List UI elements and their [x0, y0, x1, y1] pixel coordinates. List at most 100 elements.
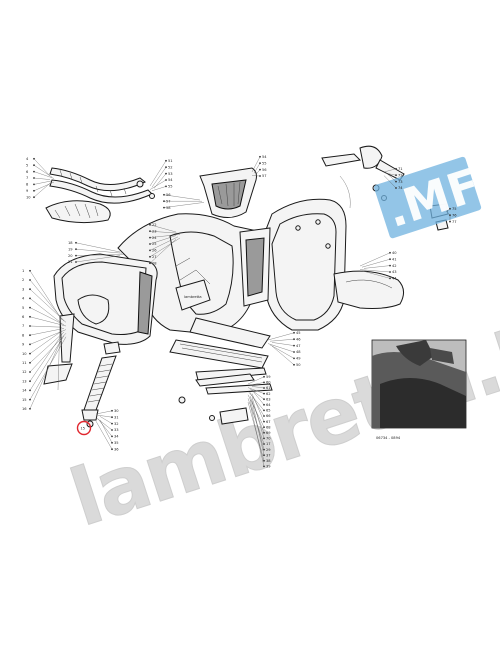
callout-leader [253, 163, 261, 174]
callout-leader [251, 393, 265, 422]
lower-brackets [178, 373, 273, 425]
callout-leader [29, 279, 65, 322]
callout-leader [33, 177, 51, 180]
callout-number: 17 [266, 442, 271, 446]
callout-leader [361, 259, 391, 268]
callout-number: 46 [296, 337, 301, 341]
callout-number: 65 [266, 409, 271, 413]
callout-leader [151, 167, 167, 188]
callout-leader [249, 403, 265, 467]
callout-number: 45 [296, 331, 301, 335]
callout-leader [29, 307, 65, 325]
callout-leader [75, 255, 121, 263]
callout-leader [149, 236, 179, 251]
callout-leader [363, 265, 391, 269]
callout-leader [151, 186, 167, 191]
callout-number: 60 [266, 381, 271, 385]
callout-leader [29, 333, 67, 373]
callout-number: 15 [22, 398, 27, 402]
moulding-strips [45, 167, 155, 224]
callout-number: 7 [26, 176, 28, 180]
callout-leader [387, 174, 397, 182]
highlighted-callout: 15 [81, 427, 86, 431]
callout-number: 43 [392, 270, 397, 274]
callout-number: 55 [262, 161, 267, 165]
callout-leader [267, 343, 295, 353]
callout-number: 7 [22, 324, 24, 328]
callout-number: 27 [152, 255, 157, 259]
callout-number: 2 [22, 278, 24, 282]
callout-leader [447, 213, 451, 216]
callout-number: 52 [168, 165, 173, 169]
callout-number: 42 [392, 264, 397, 268]
callout-leader [29, 334, 63, 382]
callout-number: 6 [26, 170, 29, 174]
callout-number: 53 [168, 172, 173, 176]
callout-leader [99, 416, 113, 424]
callout-leader [385, 173, 397, 176]
callout-number: 55 [168, 185, 173, 189]
callout-leader [33, 183, 51, 198]
callout-number: 48 [296, 350, 301, 354]
highlight-ring [76, 420, 92, 436]
callout-leader [33, 171, 55, 179]
callout-number: 16 [22, 407, 27, 411]
callout-leader [95, 410, 113, 415]
callout-leader [247, 401, 265, 461]
callout-number: 19 [68, 247, 73, 251]
callout-number: 77 [452, 220, 457, 224]
callout-leader [445, 208, 451, 213]
callout-number: 20 [68, 254, 73, 258]
callout-number: 4 [26, 157, 29, 161]
callout-dot [33, 189, 35, 192]
callout-number: 74 [398, 186, 403, 190]
callout-leader [249, 392, 265, 417]
callout-number: 41 [392, 257, 397, 261]
callout-leader [95, 421, 113, 450]
callout-leader [29, 337, 63, 409]
callout-leader [249, 382, 265, 386]
callout-number: 8 [26, 183, 29, 187]
headset-cover [199, 167, 257, 218]
callout-number: 50 [296, 363, 301, 367]
callout-leader [29, 316, 67, 327]
callout-leader [383, 168, 397, 173]
callout-leader [269, 344, 295, 359]
callout-number: 71 [398, 167, 403, 171]
callout-number: 61 [266, 386, 271, 390]
callout-number: 57 [166, 199, 171, 203]
callout-number: 5 [22, 306, 24, 310]
callout-number: 29 [266, 448, 271, 452]
leg-shield [239, 198, 404, 331]
callout-number: 69 [266, 431, 271, 435]
callout-number: 58 [166, 206, 171, 210]
callout-number: 72 [398, 173, 403, 177]
callout-leader [255, 169, 261, 175]
callout-leader [29, 325, 63, 328]
callout-number: 32 [114, 422, 119, 426]
callout-number: 64 [266, 403, 271, 407]
callout-number: 38 [266, 459, 271, 463]
callout-leader [29, 328, 65, 336]
callout-numbers: 4567891051525354555657585455565712345678… [22, 155, 457, 469]
callout-number: 51 [168, 159, 173, 163]
callout-leader [149, 234, 181, 238]
callout-leader [267, 332, 295, 341]
callout-leader [33, 158, 51, 177]
callout-number: 57 [262, 174, 267, 178]
callout-leader [33, 165, 53, 178]
callout-number: 39 [266, 465, 271, 469]
callout-leader [97, 418, 113, 437]
callout-leader [99, 419, 113, 443]
callout-leader [75, 254, 125, 256]
callout-leader [249, 399, 265, 450]
callout-number: 21 [68, 260, 73, 264]
callout-number: 56 [166, 193, 171, 197]
callout-leader [361, 270, 391, 279]
callout-number: 14 [22, 389, 27, 393]
callout-leader [75, 249, 123, 254]
callout-leader [33, 180, 53, 185]
callout-leader [251, 156, 261, 173]
callout-number: 26 [152, 249, 157, 253]
callout-leader [163, 202, 205, 208]
